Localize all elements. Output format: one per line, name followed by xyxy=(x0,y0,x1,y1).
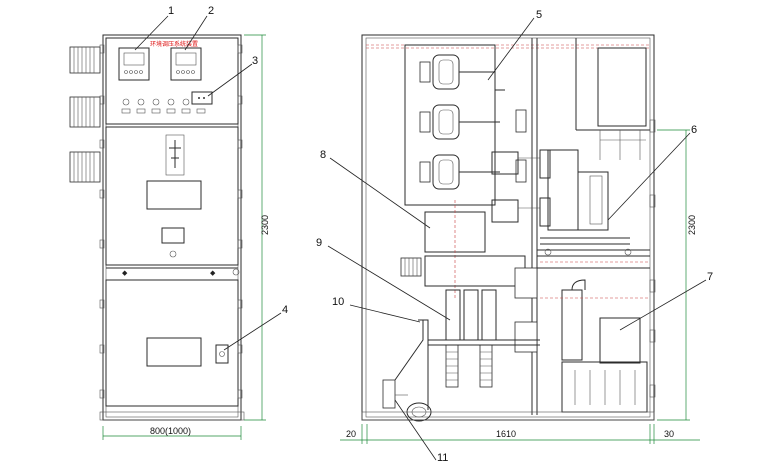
callout-numbers: 1 2 3 4 5 6 7 8 9 10 11 xyxy=(168,5,713,464)
depth-dimension: 1610 xyxy=(496,429,516,439)
svg-text:◆: ◆ xyxy=(210,270,216,277)
breaker-truck xyxy=(540,149,632,256)
callout-leaders xyxy=(134,15,707,461)
panel-title: 环境调压系统装置 xyxy=(150,40,198,48)
callout-4: 4 xyxy=(282,304,288,316)
breaker-handle-window xyxy=(161,227,185,244)
lower-insulators xyxy=(445,267,538,388)
front-height-dimension: 2300 xyxy=(260,215,270,235)
callout-3: 3 xyxy=(252,55,258,67)
lv-compartment xyxy=(597,47,647,127)
callout-8: 8 xyxy=(320,149,326,161)
callout-1: 1 xyxy=(168,5,174,17)
callout-11: 11 xyxy=(437,452,448,464)
callout-2: 2 xyxy=(208,5,214,17)
busbar-insulators xyxy=(419,54,527,190)
surge-arrester xyxy=(382,379,432,422)
instrument-door xyxy=(105,37,239,125)
breaker-window xyxy=(146,180,202,210)
cable-door xyxy=(105,279,239,407)
status-indicator xyxy=(191,91,213,105)
callout-10: 10 xyxy=(332,296,344,308)
left-gap-dimension: 20 xyxy=(346,429,356,439)
right-gap-dimension: 30 xyxy=(664,429,674,439)
cable-window xyxy=(146,337,202,367)
side-view: 20 1610 30 2300 xyxy=(340,34,700,444)
front-view: 环境调压系统装置 ◆ ◆ xyxy=(69,34,270,440)
protection-relay-1 xyxy=(118,47,150,81)
callout-5: 5 xyxy=(536,9,542,21)
left-bushings xyxy=(69,46,101,183)
width-dimension: 800(1000) xyxy=(150,426,191,436)
side-height-dimension: 2300 xyxy=(687,215,697,235)
breaker-contacts xyxy=(491,149,551,227)
earthing-switch xyxy=(394,319,540,410)
callout-9: 9 xyxy=(316,237,322,249)
svg-text:◆: ◆ xyxy=(122,270,128,277)
door-lock xyxy=(215,344,229,364)
busbar-compartment xyxy=(404,44,496,206)
callout-6: 6 xyxy=(691,124,697,136)
cable-ct xyxy=(445,289,497,341)
vt-truck xyxy=(561,279,648,413)
callout-7: 7 xyxy=(707,271,713,283)
